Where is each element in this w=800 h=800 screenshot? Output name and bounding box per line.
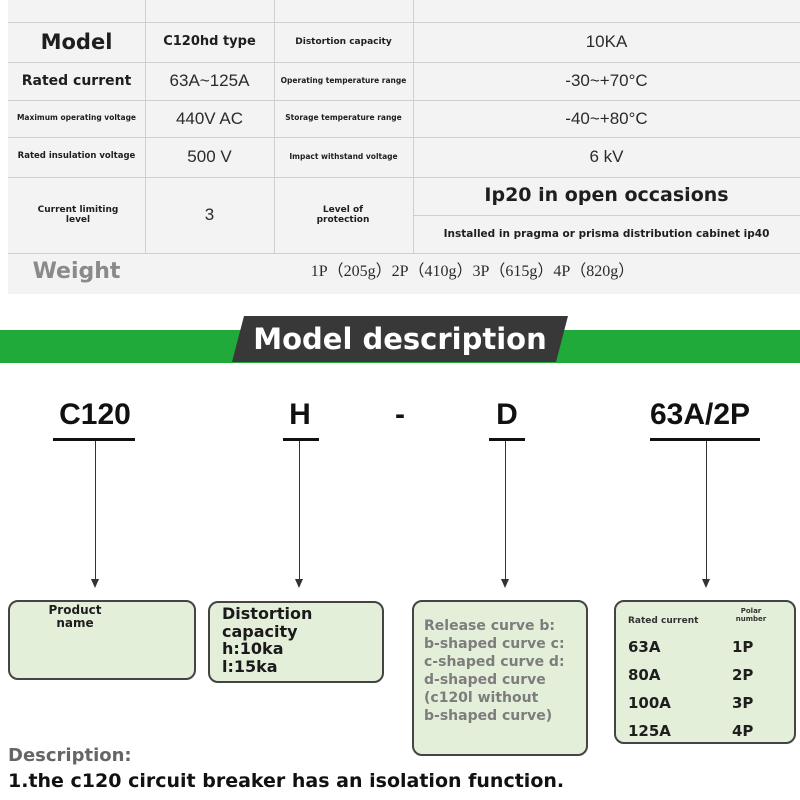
box-rating-table: Rated current Polar number 63A 1P 80A 2P… — [614, 600, 796, 744]
label-storage-temperature: Storage temperature range — [285, 113, 402, 123]
label-rated-insulation-voltage: Rated insulation voltage — [17, 151, 136, 162]
distortion-line-3: h:10ka — [222, 639, 284, 659]
code-series-underline — [53, 438, 135, 441]
rating-poles-4: 4P — [732, 722, 754, 740]
value-protection-open: Ip20 in open occasions — [484, 184, 729, 207]
box-product-name: Product name — [8, 600, 196, 680]
release-line-5: (c120l without — [424, 689, 539, 706]
code-rating-underline — [650, 438, 760, 441]
description-line-1: 1.the c120 circuit breaker has an isolat… — [8, 770, 565, 792]
connector-capacity — [299, 441, 300, 579]
label-operating-temperature: Operating temperature range — [280, 75, 407, 85]
distortion-line-1: Distortion — [222, 604, 313, 623]
arrow-down-icon — [501, 579, 509, 588]
code-series: C120 — [59, 398, 131, 431]
code-dash: - — [395, 398, 405, 431]
value-impact-withstand-voltage: 6 kV — [589, 147, 624, 167]
connector-curve — [505, 441, 506, 579]
code-curve-underline — [489, 438, 525, 441]
value-model: C120hd type — [163, 33, 256, 49]
value-max-operating-voltage: 440V AC — [175, 108, 244, 128]
distortion-line-2: capacity — [222, 621, 298, 641]
description-title: Description: — [8, 745, 132, 766]
spec-table: Model C120hd type Distortion capacity 10… — [8, 0, 800, 294]
value-protection-cabinet: Installed in pragma or prisma distributi… — [443, 227, 770, 240]
value-distortion-capacity: 10KA — [585, 32, 628, 52]
value-storage-temperature: -40~+80°C — [565, 108, 648, 128]
label-rated-current: Rated current — [21, 72, 132, 89]
label-model: Model — [40, 29, 113, 54]
label-weight: Weight — [32, 259, 121, 285]
rating-header-current: Rated current — [628, 616, 699, 626]
code-curve: D — [496, 398, 518, 431]
release-line-2: b-shaped curve c: — [424, 635, 565, 652]
release-line-1: Release curve b: — [424, 618, 556, 634]
value-current-limiting-level: 3 — [204, 205, 215, 225]
label-impact-withstand-voltage: Impact withstand voltage — [289, 151, 398, 161]
distortion-line-4: l:15ka — [222, 656, 278, 676]
release-line-3: c-shaped curve d: — [424, 653, 565, 670]
label-distortion-capacity: Distortion capacity — [295, 36, 392, 47]
value-weight: 1P（205g）2P（410g）3P（615g）4P（820g） — [310, 262, 635, 280]
value-operating-temperature: -30~+70°C — [565, 71, 648, 91]
release-line-6: b-shaped curve) — [424, 707, 553, 724]
label-current-limiting-level: Current limiting level — [37, 204, 119, 225]
rating-current-63: 63A — [628, 638, 661, 656]
box-distortion-capacity: Distortion capacity h:10ka l:15ka — [208, 601, 384, 683]
connector-series — [95, 441, 96, 579]
rating-poles-2: 2P — [732, 666, 754, 684]
section-title: Model description — [253, 322, 547, 356]
value-rated-current: 63A~125A — [169, 71, 250, 91]
rating-current-100: 100A — [628, 694, 671, 712]
rating-current-80: 80A — [628, 666, 661, 684]
rating-poles-1: 1P — [732, 638, 754, 656]
product-name-label: Product name — [48, 603, 102, 630]
rating-current-125: 125A — [628, 722, 671, 740]
code-capacity-underline — [283, 438, 319, 441]
box-release-curve: Release curve b: b-shaped curve c: c-sha… — [412, 600, 588, 756]
release-line-4: d-shaped curve — [424, 671, 546, 688]
label-max-operating-voltage: Maximum operating voltage — [16, 113, 137, 123]
arrow-down-icon — [91, 579, 99, 588]
rating-header-poles: Polar number — [735, 607, 767, 623]
arrow-down-icon — [702, 579, 710, 588]
rating-poles-3: 3P — [732, 694, 754, 712]
label-level-of-protection: Level of protection — [316, 204, 370, 225]
code-rating: 63A/2P — [649, 398, 751, 431]
connector-rating — [706, 441, 707, 579]
code-capacity: H — [289, 398, 311, 431]
arrow-down-icon — [295, 579, 303, 588]
banner-dark-plate — [232, 316, 568, 362]
value-rated-insulation-voltage: 500 V — [187, 147, 232, 167]
